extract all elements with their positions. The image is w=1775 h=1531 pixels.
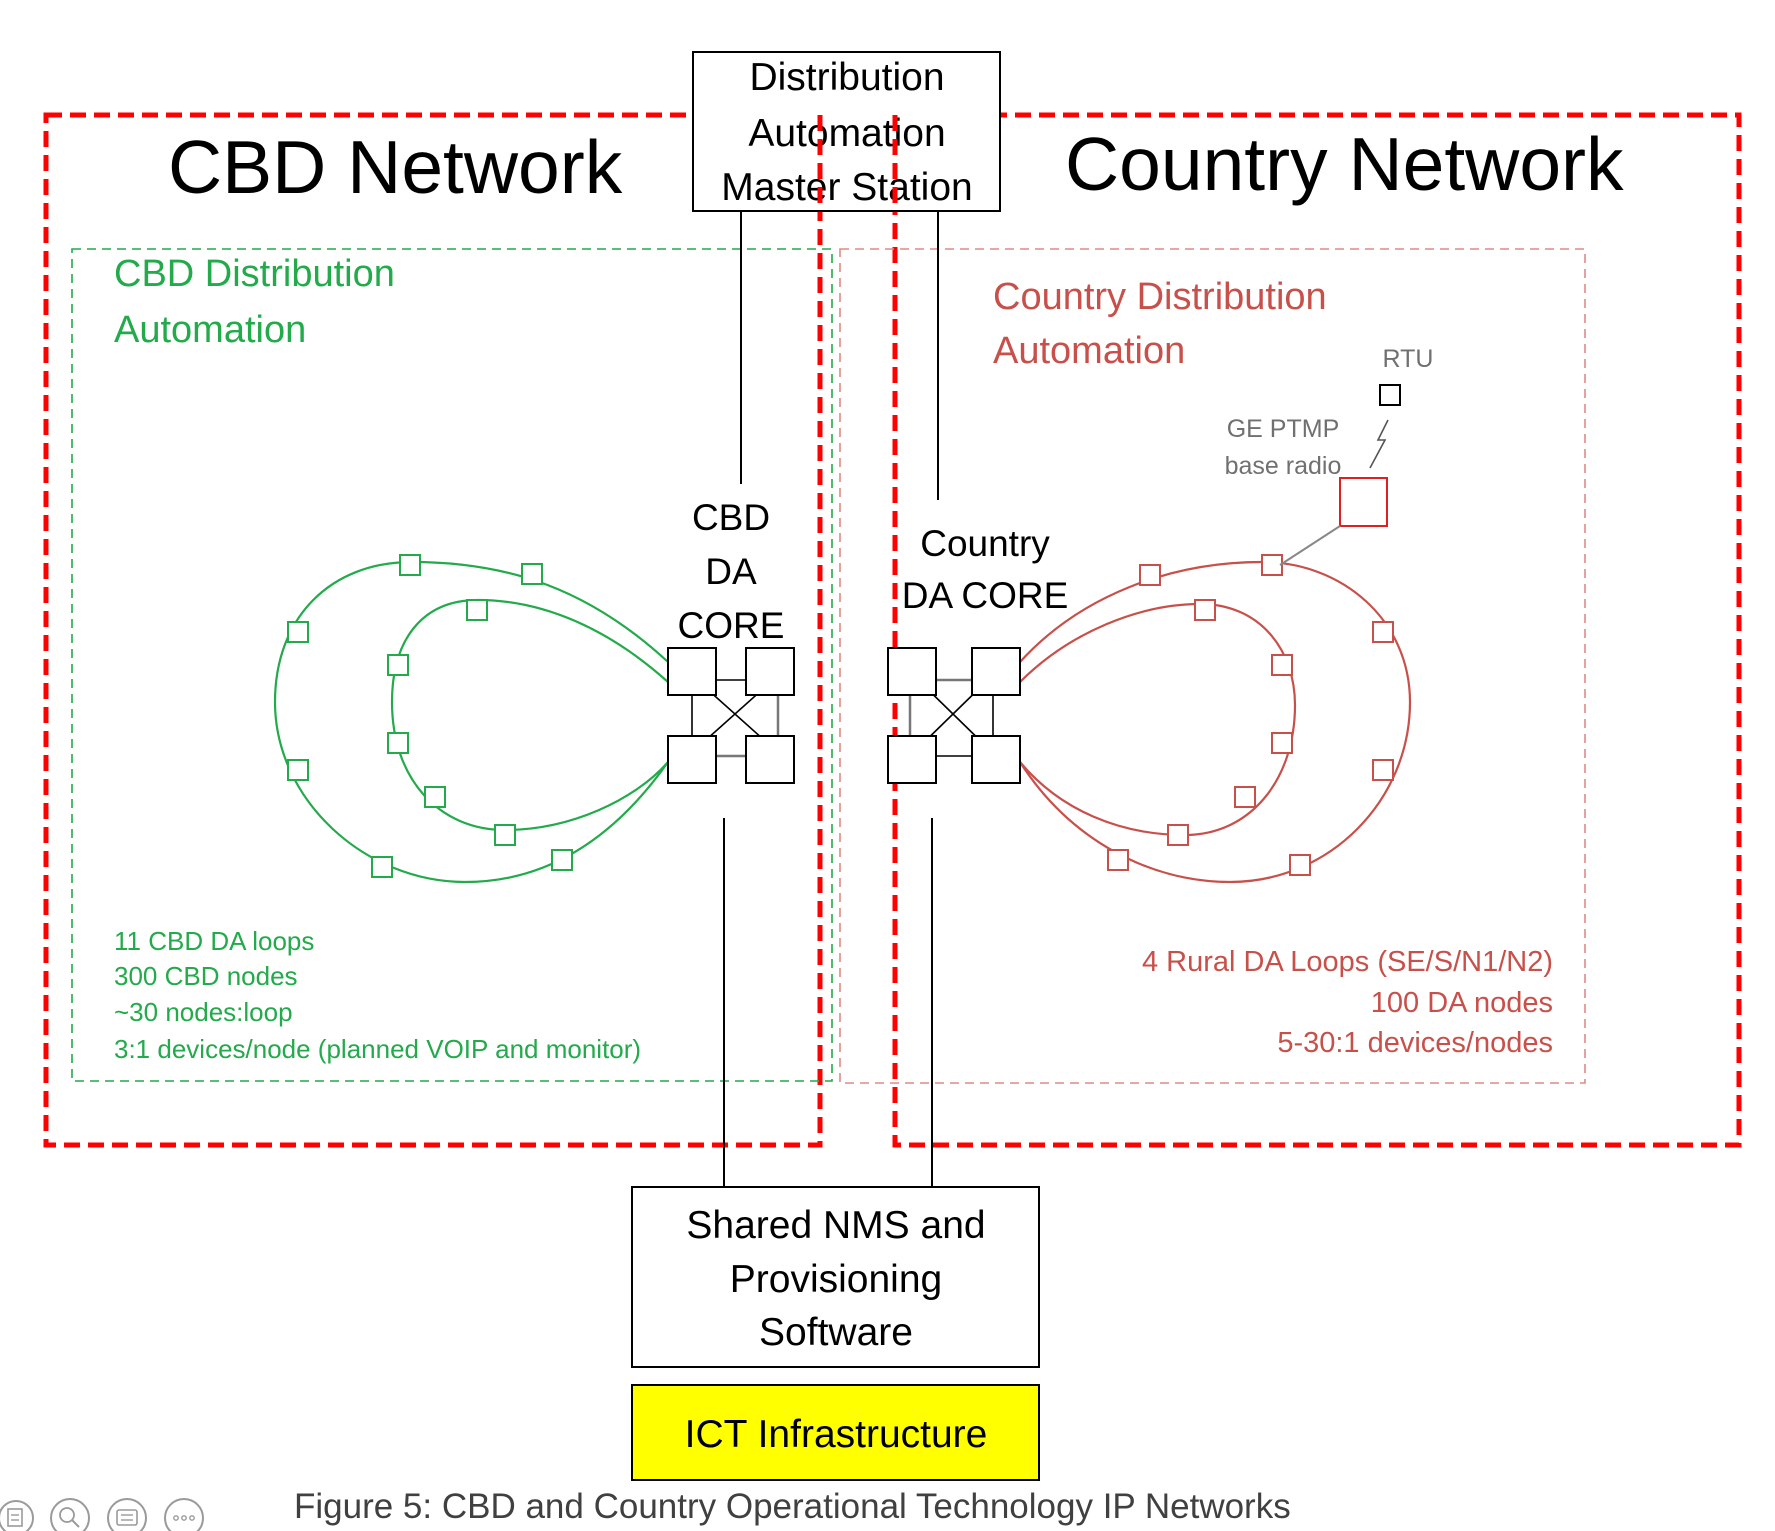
country-node bbox=[1372, 621, 1394, 643]
country-node bbox=[1261, 554, 1283, 576]
zoom-icon[interactable] bbox=[50, 1498, 90, 1531]
cbd-core-label-line-3: CORE bbox=[678, 605, 785, 646]
viewer-toolbar bbox=[0, 1498, 204, 1531]
cbd-core-router bbox=[745, 647, 795, 696]
radio-link-icon bbox=[1369, 419, 1389, 469]
cbd-node bbox=[287, 621, 309, 643]
country-stat-line-1: 4 Rural DA Loops (SE/S/N1/N2) bbox=[1142, 946, 1553, 978]
master-station-line-3: Master Station bbox=[721, 166, 972, 209]
nms-line-3: Software bbox=[759, 1311, 913, 1354]
cbd-node bbox=[287, 759, 309, 781]
radio-to-node-link bbox=[1279, 525, 1341, 566]
cbd-network-title: CBD Network bbox=[168, 125, 623, 209]
radio-label-line-2: base radio bbox=[1225, 452, 1342, 480]
comment-icon[interactable] bbox=[107, 1498, 147, 1531]
cbd-core-router bbox=[667, 735, 717, 784]
country-core-router bbox=[887, 647, 937, 696]
country-da-title-line-2: Automation bbox=[993, 330, 1185, 372]
cbd-outer-loop bbox=[273, 560, 669, 884]
master-station-line-1: Distribution bbox=[749, 56, 944, 99]
country-network-boundary bbox=[892, 112, 1742, 1148]
cbd-loop-nodes bbox=[287, 554, 573, 878]
country-core-label-line-2: DA CORE bbox=[902, 575, 1069, 616]
cbd-node bbox=[399, 554, 421, 576]
country-core-router bbox=[971, 735, 1021, 784]
cbd-da-loops bbox=[273, 560, 669, 884]
cbd-stat-line-3: ~30 nodes:loop bbox=[114, 997, 293, 1027]
country-node bbox=[1139, 564, 1161, 586]
cbd-node bbox=[387, 732, 409, 754]
cbd-da-core bbox=[667, 647, 795, 784]
cbd-da-title-line-1: CBD Distribution bbox=[114, 253, 395, 295]
cbd-stat-line-1: 11 CBD DA loops bbox=[114, 926, 314, 956]
cbd-da-title-line-2: Automation bbox=[114, 309, 306, 351]
cbd-inner-loop bbox=[390, 598, 669, 832]
country-stat-line-2: 100 DA nodes bbox=[1371, 987, 1553, 1019]
cbd-stat-line-4: 3:1 devices/node (planned VOIP and monit… bbox=[114, 1034, 641, 1064]
rtu-device bbox=[1379, 384, 1401, 406]
country-distribution-automation-boundary bbox=[839, 248, 1586, 1084]
nms-box bbox=[631, 1186, 1040, 1368]
country-da-title-line-1: Country Distribution bbox=[993, 276, 1327, 318]
cbd-node bbox=[424, 786, 446, 808]
master-station-box bbox=[692, 51, 1001, 212]
country-core-label-line-1: Country bbox=[920, 523, 1050, 564]
country-node bbox=[1289, 854, 1311, 876]
country-da-loops bbox=[1019, 560, 1412, 884]
radio-label-line-1: GE PTMP bbox=[1227, 415, 1340, 443]
country-node bbox=[1107, 849, 1129, 871]
cbd-network-boundary bbox=[43, 112, 823, 1148]
ict-infrastructure-label: ICT Infrastructure bbox=[685, 1413, 988, 1456]
cbd-stat-line-2: 300 CBD nodes bbox=[114, 961, 298, 991]
country-node bbox=[1167, 824, 1189, 846]
figure-caption: Figure 5: CBD and Country Operational Te… bbox=[294, 1487, 1291, 1526]
country-node bbox=[1194, 599, 1216, 621]
country-core-router bbox=[887, 735, 937, 784]
country-outer-loop bbox=[1019, 560, 1412, 884]
cbd-node bbox=[371, 856, 393, 878]
cbd-core-router bbox=[667, 647, 717, 696]
cbd-core-label-line-1: CBD bbox=[692, 497, 770, 538]
more-icon[interactable] bbox=[164, 1498, 204, 1531]
master-station-line-2: Automation bbox=[748, 112, 945, 155]
cbd-node bbox=[551, 849, 573, 871]
country-stat-line-3: 5-30:1 devices/nodes bbox=[1277, 1027, 1553, 1059]
country-inner-loop bbox=[1019, 602, 1297, 837]
country-network-title: Country Network bbox=[1065, 122, 1624, 206]
ge-ptmp-base-radio bbox=[1339, 477, 1388, 527]
country-node bbox=[1234, 786, 1256, 808]
page-icon[interactable] bbox=[0, 1500, 34, 1531]
ict-infrastructure-box bbox=[631, 1384, 1040, 1481]
cbd-core-label-line-2: DA bbox=[705, 551, 757, 592]
country-node bbox=[1271, 654, 1293, 676]
cbd-distribution-automation-boundary bbox=[71, 248, 833, 1082]
cbd-node bbox=[494, 824, 516, 846]
cbd-node bbox=[521, 563, 543, 585]
country-core-router bbox=[971, 647, 1021, 696]
rtu-label: RTU bbox=[1383, 345, 1434, 373]
country-node bbox=[1372, 759, 1394, 781]
country-da-core bbox=[887, 647, 1021, 784]
cbd-node bbox=[466, 599, 488, 621]
cbd-core-router bbox=[745, 735, 795, 784]
country-loop-nodes bbox=[1107, 554, 1394, 876]
nms-line-1: Shared NMS and bbox=[686, 1204, 985, 1247]
cbd-node bbox=[387, 654, 409, 676]
nms-line-2: Provisioning bbox=[730, 1258, 942, 1301]
country-node bbox=[1271, 732, 1293, 754]
